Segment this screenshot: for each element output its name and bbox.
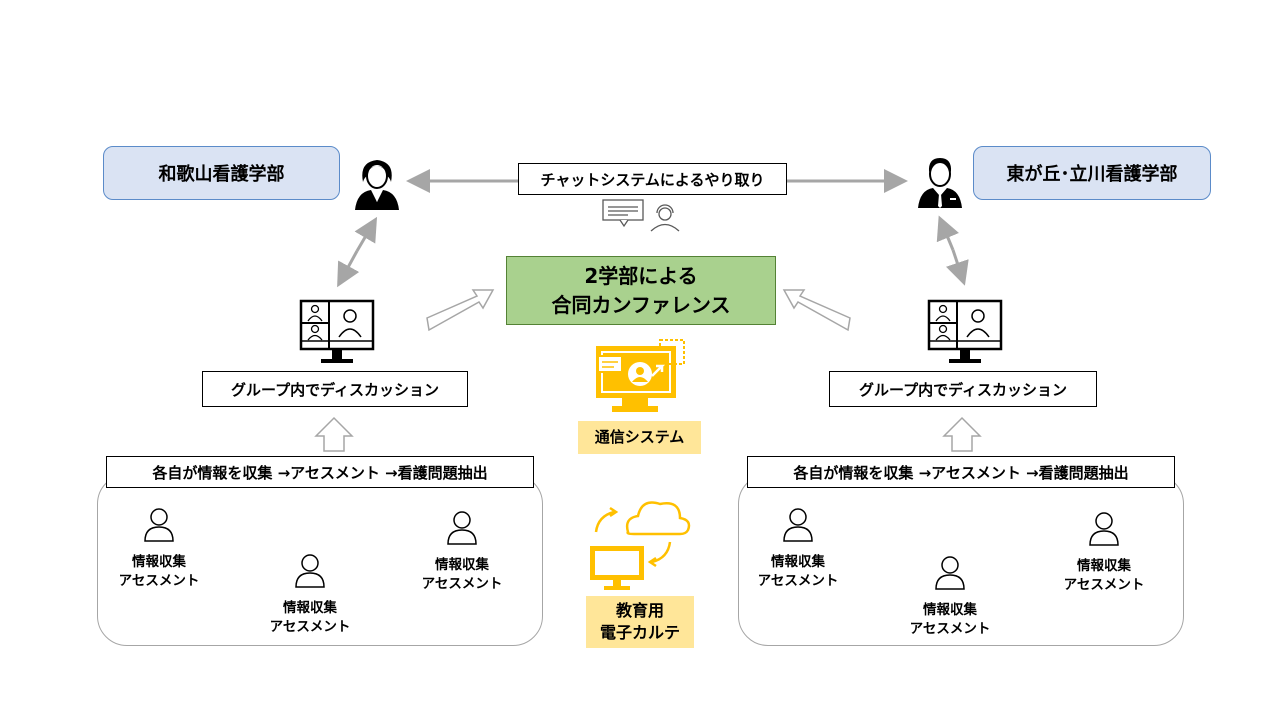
right-up-arrow xyxy=(942,416,982,452)
left-group-title: 各自が情報を収集 →アセスメント →看護問題抽出 xyxy=(152,463,488,482)
left-member-2-label: 情報収集 アセスメント xyxy=(255,599,365,637)
left-video-call-monitor-icon xyxy=(299,299,375,363)
left-school-label: 和歌山看護学部 xyxy=(158,164,285,185)
right-discussion-box: グループ内でディスカッション xyxy=(829,371,1097,407)
member-label-line2: アセスメント xyxy=(757,572,839,589)
chat-label: チャットシステムによるやり取り xyxy=(540,170,765,189)
communication-system-label: 通信システム xyxy=(594,428,685,446)
right-group-title-box: 各自が情報を収集 →アセスメント →看護問題抽出 xyxy=(747,456,1175,488)
left-member-3-person-icon xyxy=(447,511,477,545)
member-label-line2: アセスメント xyxy=(1063,576,1145,593)
conference-line2: 合同カンファレンス xyxy=(551,292,731,317)
left-member-2-person-icon xyxy=(295,554,325,588)
chat-headset-icon xyxy=(602,199,680,232)
ehr-label-line2: 電子カルテ xyxy=(599,623,680,642)
member-label-line1: 情報収集 xyxy=(771,554,825,570)
left-block-arrow xyxy=(426,289,495,332)
right-member-3-label: 情報収集 アセスメント xyxy=(1049,557,1159,595)
right-discussion-label: グループ内でディスカッション xyxy=(858,380,1068,399)
right-video-call-monitor-icon xyxy=(927,299,1003,363)
member-label-line1: 情報収集 xyxy=(283,600,337,616)
left-up-arrow xyxy=(314,416,354,452)
cloud-ehr-icon xyxy=(590,501,691,590)
member-label-line2: アセスメント xyxy=(909,620,991,637)
joint-conference-box: 2学部による 合同カンファレンス xyxy=(506,256,776,325)
conference-line1: 2学部による xyxy=(584,263,698,288)
right-block-arrow xyxy=(782,289,851,332)
right-diagonal-arrow-up xyxy=(936,215,959,251)
left-member-1-label: 情報収集 アセスメント xyxy=(104,553,214,591)
right-instructor-icon xyxy=(918,158,962,208)
ehr-label-box: 教育用 電子カルテ xyxy=(586,596,694,648)
right-school-box: 東が丘･立川看護学部 xyxy=(973,146,1211,200)
left-member-1-person-icon xyxy=(144,508,174,542)
right-member-1-label: 情報収集 アセスメント xyxy=(743,553,853,591)
left-diagonal-arrow-up xyxy=(354,216,378,252)
right-member-1-person-icon xyxy=(783,508,813,542)
left-discussion-box: グループ内でディスカッション xyxy=(202,371,468,407)
left-group-title-box: 各自が情報を収集 →アセスメント →看護問題抽出 xyxy=(106,456,534,488)
left-school-box: 和歌山看護学部 xyxy=(103,146,340,200)
member-label-line1: 情報収集 xyxy=(435,557,489,573)
right-member-2-person-icon xyxy=(935,556,965,590)
right-group-title: 各自が情報を収集 →アセスメント →看護問題抽出 xyxy=(793,463,1129,482)
right-diagonal-arrow-down xyxy=(945,249,969,286)
member-label-line2: アセスメント xyxy=(421,575,503,592)
member-label-line1: 情報収集 xyxy=(1077,558,1131,574)
chat-label-box: チャットシステムによるやり取り xyxy=(518,163,787,195)
left-member-3-label: 情報収集 アセスメント xyxy=(407,556,517,594)
right-member-2-label: 情報収集 アセスメント xyxy=(895,601,1005,639)
communication-system-label-box: 通信システム xyxy=(578,421,701,454)
communication-system-icon xyxy=(596,339,685,412)
right-member-3-person-icon xyxy=(1089,512,1119,546)
left-instructor-icon xyxy=(355,160,399,210)
left-discussion-label: グループ内でディスカッション xyxy=(230,380,440,399)
member-label-line2: アセスメント xyxy=(269,618,351,635)
left-diagonal-arrow-down xyxy=(337,250,360,288)
member-label-line1: 情報収集 xyxy=(923,602,977,618)
ehr-label-line1: 教育用 xyxy=(615,600,664,620)
member-label-line1: 情報収集 xyxy=(132,554,186,570)
member-label-line2: アセスメント xyxy=(118,572,200,589)
right-school-label: 東が丘･立川看護学部 xyxy=(1006,164,1178,185)
